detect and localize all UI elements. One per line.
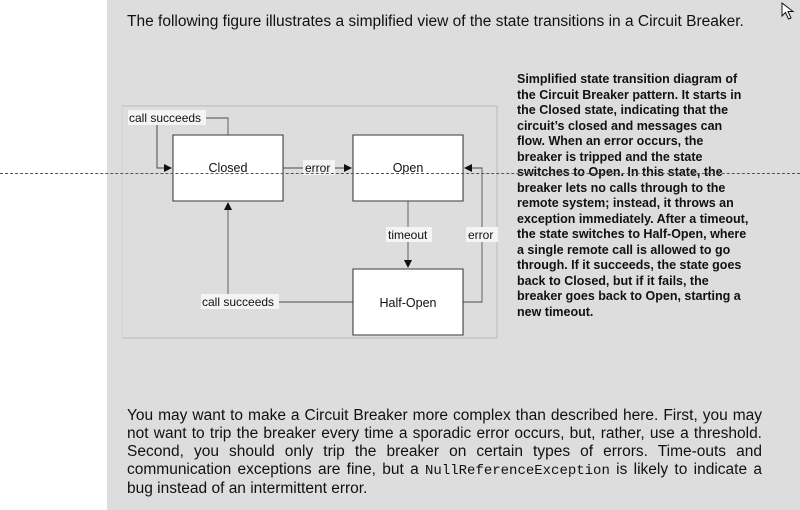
intro-paragraph: The following figure illustrates a simpl… (127, 13, 744, 30)
closed-to-open-label: error (305, 161, 330, 175)
half-open-to-open-label: error (468, 228, 493, 242)
half-open-state-box (352, 268, 464, 336)
open-to-half-open-label: timeout (388, 228, 428, 242)
body-paragraph: You may want to make a Circuit Breaker m… (127, 407, 762, 498)
figure-frame (121, 105, 498, 339)
inline-code: NullReferenceException (425, 463, 610, 479)
half-open-to-closed-label: call succeeds (202, 295, 274, 309)
closed-self-loop-label: call succeeds (129, 111, 201, 125)
mouse-pointer-icon (781, 2, 795, 20)
body-text-after-code: is likely to indicate a bug instead of a… (127, 461, 763, 497)
dashed-guide-line (0, 173, 800, 174)
document-page (107, 0, 800, 510)
half-open-state-label: Half-Open (380, 296, 437, 310)
open-state-label: Open (393, 161, 424, 175)
half-open-to-closed-arrow (224, 202, 353, 303)
closed-state-label: Closed (209, 161, 248, 175)
figure-caption: Simplified state transition diagram of t… (517, 72, 749, 319)
body-text-before-code: You may want to make a Circuit Breaker m… (127, 407, 762, 478)
